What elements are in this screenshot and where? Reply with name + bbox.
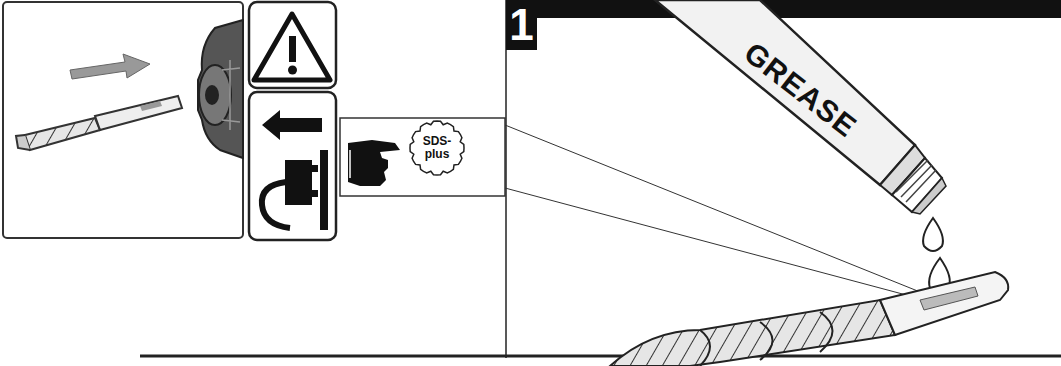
leader-line: [505, 125, 940, 300]
pointing-hand: [348, 140, 400, 186]
badge-text: SDS- plus: [422, 135, 452, 160]
bottom-rule: [140, 355, 1061, 358]
leader-line: [505, 188, 940, 304]
grease-tube: [655, 0, 946, 214]
header-bar: [537, 0, 1061, 18]
panel-frame: [3, 2, 243, 238]
step-number: 1: [509, 2, 533, 48]
warning-icon: [249, 2, 336, 88]
step-number-box: 1: [506, 0, 537, 50]
drill-chuck: [198, 20, 243, 158]
drill-bit: [610, 272, 1008, 366]
insert-arrow: [70, 54, 150, 79]
grease-drop: [923, 218, 943, 251]
sds-badge: [410, 121, 464, 175]
drill-bit-small: [16, 96, 182, 150]
callout-box: [340, 118, 505, 196]
unplug-icon: [249, 92, 336, 240]
sds-plus-badge: SDS- plus: [417, 130, 457, 166]
hand-cuff: [349, 150, 351, 178]
